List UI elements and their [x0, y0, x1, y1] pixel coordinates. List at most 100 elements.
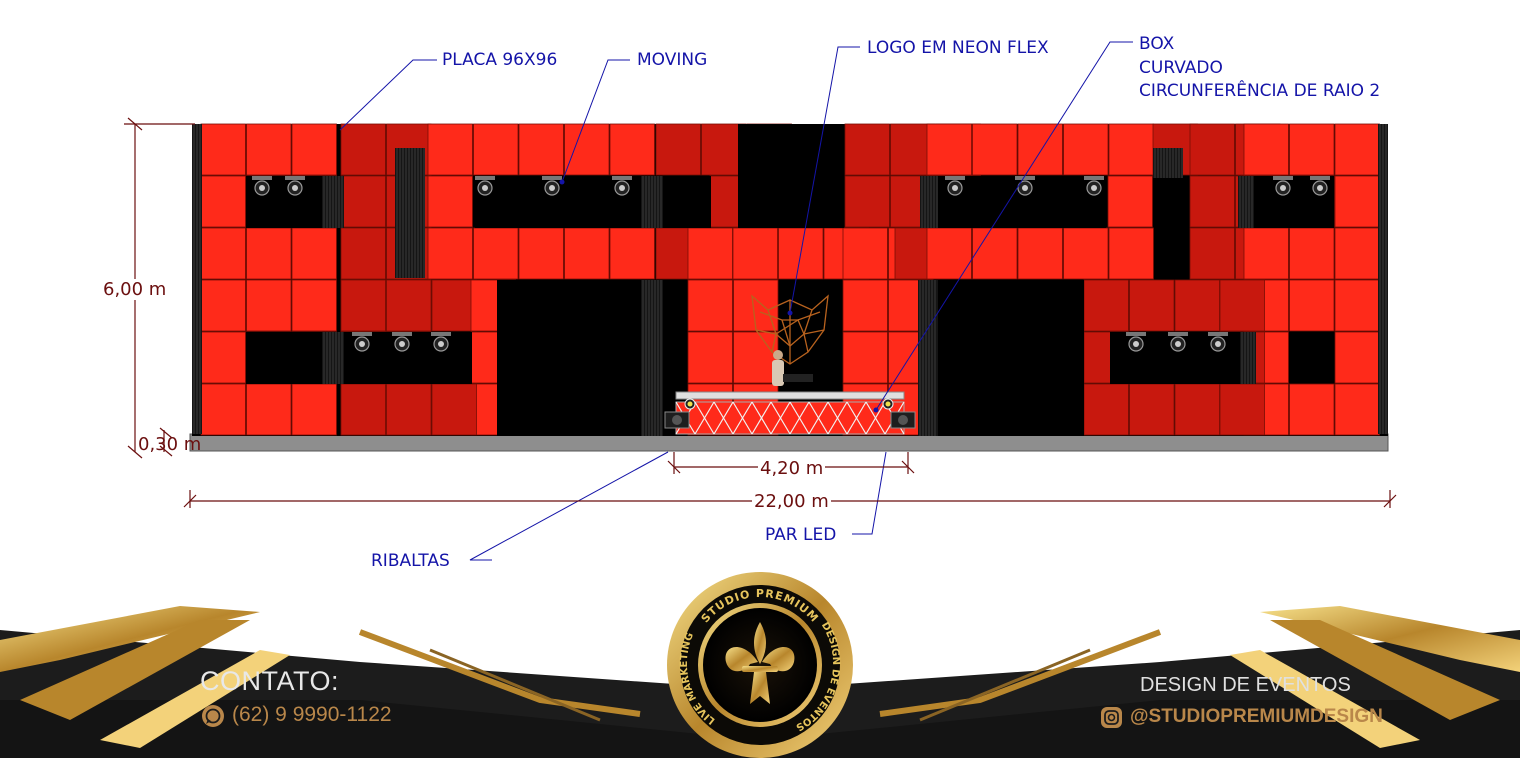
speaker-column	[920, 176, 938, 228]
led-panel	[609, 227, 655, 280]
led-panel	[926, 227, 972, 280]
speaker-column	[641, 176, 663, 228]
led-panel	[1334, 175, 1380, 228]
led-panel	[687, 227, 733, 280]
moving-head-icon	[945, 176, 965, 196]
design-label: DESIGN DE EVENTOS	[1140, 674, 1351, 696]
led-panel	[1189, 227, 1235, 280]
led-panel	[732, 227, 778, 280]
led-panel	[1083, 383, 1129, 436]
led-panel	[1083, 279, 1129, 332]
led-panel	[431, 279, 477, 332]
label-moving: MOVING	[637, 50, 708, 70]
instagram-icon	[1101, 707, 1122, 728]
whatsapp-icon	[202, 705, 224, 727]
led-panel	[246, 227, 292, 280]
led-panel	[1174, 279, 1220, 332]
speaker-column	[1238, 176, 1254, 228]
label-logo-neon: LOGO EM NEON FLEX	[867, 38, 1049, 58]
led-panel	[564, 123, 610, 176]
led-panel	[386, 279, 432, 332]
led-panel	[340, 279, 386, 332]
led-panel	[1129, 279, 1175, 332]
led-panel	[1334, 227, 1380, 280]
moving-head-icon	[542, 176, 562, 196]
contact-title: CONTATO:	[200, 666, 339, 696]
moving-head-icon	[1168, 332, 1188, 352]
led-panel-grid	[200, 123, 1380, 436]
led-panel	[1189, 175, 1235, 228]
led-panel	[340, 383, 386, 436]
moving-head-icon	[612, 176, 632, 196]
led-panel	[842, 279, 888, 332]
led-panel	[926, 123, 972, 176]
led-panel	[1289, 383, 1335, 436]
speaker-column	[1153, 148, 1183, 178]
led-panel	[473, 123, 519, 176]
led-panel	[386, 383, 432, 436]
led-panel	[200, 227, 246, 280]
par-led-icon	[684, 398, 696, 410]
par-led-icon	[882, 398, 894, 410]
led-panel	[340, 123, 386, 176]
moving-head-icon	[431, 332, 451, 352]
label-par-led: PAR LED	[765, 525, 837, 545]
led-panel	[340, 227, 386, 280]
led-panel	[1063, 123, 1109, 176]
led-panel	[518, 123, 564, 176]
led-panel	[200, 383, 246, 436]
led-panel	[246, 279, 292, 332]
led-panel	[1017, 123, 1063, 176]
speaker-column	[918, 280, 938, 436]
callout-lines	[339, 41, 1133, 561]
led-panel	[518, 227, 564, 280]
dimension-base: 0,30 m	[138, 434, 202, 455]
led-panel	[1129, 383, 1175, 436]
dimension-total-width: 22,00 m	[752, 491, 831, 512]
led-panel	[1219, 279, 1265, 332]
label-box-line3: CIRCUNFERÊNCIA DE RAIO 2	[1139, 81, 1381, 101]
led-panel	[1243, 123, 1289, 176]
moving-head-icon	[1310, 176, 1330, 196]
led-panel	[564, 227, 610, 280]
speaker-column	[1240, 332, 1256, 384]
led-panel	[200, 123, 246, 176]
led-panel	[291, 123, 337, 176]
moving-head-icon	[1273, 176, 1293, 196]
led-panel	[340, 175, 386, 228]
moving-head-icon	[1208, 332, 1228, 352]
label-box-line1: BOX	[1139, 34, 1175, 54]
ribalta-light-icon	[664, 411, 690, 429]
led-panel	[1334, 123, 1380, 176]
base-platform	[189, 433, 1389, 452]
moving-head-icon	[352, 332, 372, 352]
led-panel	[427, 123, 473, 176]
led-panel	[246, 123, 292, 176]
label-ribaltas: RIBALTAS	[371, 551, 450, 571]
speaker-column	[641, 280, 663, 436]
studio-premium-seal: STUDIO PREMIUM DESIGN DE EVENTOS LIVE MA…	[667, 572, 853, 758]
led-panel	[842, 331, 888, 384]
led-panel	[609, 123, 655, 176]
led-panel	[291, 227, 337, 280]
moving-heads	[252, 176, 1330, 352]
led-panel	[842, 227, 888, 280]
speaker-column	[322, 176, 344, 228]
structure-opening	[475, 176, 711, 228]
dimension-box-width: 4,20 m	[758, 458, 826, 479]
moving-head-icon	[1015, 176, 1035, 196]
led-panel	[473, 227, 519, 280]
led-panel	[1243, 227, 1289, 280]
led-panel	[972, 227, 1018, 280]
led-panel	[200, 175, 246, 228]
led-panel	[1189, 123, 1235, 176]
led-panel	[1108, 123, 1154, 176]
speaker-column	[322, 332, 344, 384]
led-panel	[1174, 383, 1220, 436]
led-panel	[1219, 383, 1265, 436]
structure-opening	[738, 124, 844, 228]
led-panel	[687, 279, 733, 332]
led-panel	[1334, 331, 1380, 384]
